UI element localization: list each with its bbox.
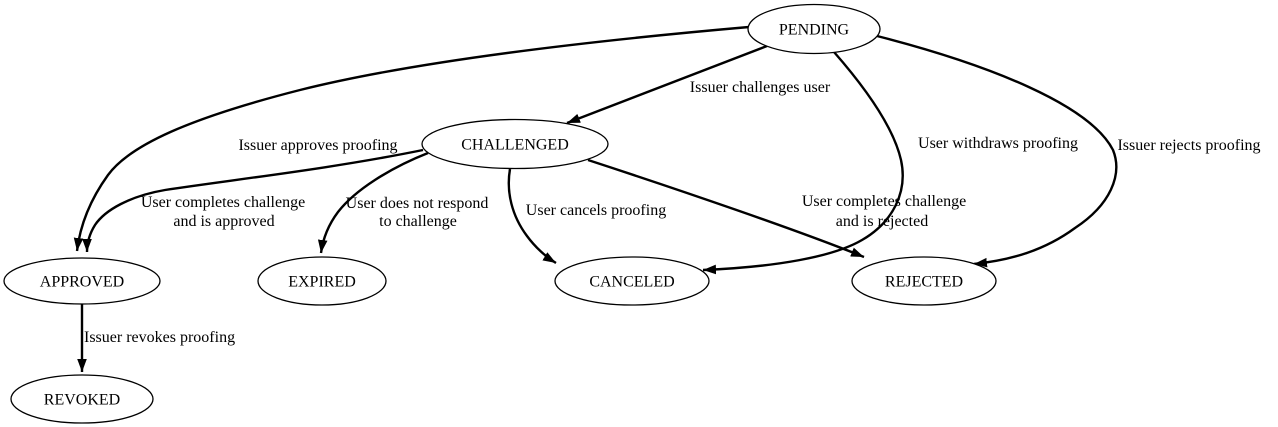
edge-pending-to-rejected-label: Issuer rejects proofing	[1117, 137, 1260, 154]
edge-challenged-to-expired-label-line2: to challenge	[379, 213, 457, 230]
edge-challenged-to-expired	[317, 151, 429, 254]
edge-challenged-to-approved	[82, 148, 424, 253]
edge-pending-to-approved	[73, 25, 750, 252]
edge-pending-to-challenged	[566, 44, 768, 125]
edge-pending-to-canceled-label: User withdraws proofing	[918, 135, 1078, 152]
edge-pending-to-approved-label: Issuer approves proofing	[238, 137, 397, 154]
node-expired-shape	[257, 256, 387, 306]
node-challenged: CHALLENGED	[421, 118, 609, 170]
edge-challenged-to-approved-label-line1: User completes challenge	[141, 194, 305, 211]
node-canceled-label: CANCELED	[589, 274, 674, 291]
node-rejected-label: REJECTED	[885, 274, 963, 291]
edge-approved-to-revoked-label: Issuer revokes proofing	[84, 329, 235, 346]
edge-pending-to-rejected	[876, 34, 1118, 268]
edge-challenged-to-expired-label-line1: User does not respond	[346, 195, 489, 212]
node-canceled-shape	[554, 256, 710, 306]
node-pending-label: PENDING	[779, 22, 850, 39]
edge-challenged-to-rejected-label-line2: and is rejected	[836, 213, 928, 230]
edge-challenged-to-rejected	[587, 158, 865, 259]
node-rejected-shape	[851, 256, 997, 306]
edge-challenged-to-canceled-label: User cancels proofing	[526, 202, 666, 219]
node-expired: EXPIRED	[257, 256, 387, 306]
node-canceled: CANCELED	[554, 256, 710, 306]
edge-challenged-to-rejected-label-line1: User completes challenge	[802, 193, 966, 210]
node-approved-label: APPROVED	[40, 274, 124, 291]
edge-challenged-to-canceled	[507, 168, 557, 265]
node-revoked-shape	[10, 374, 154, 424]
node-rejected: REJECTED	[851, 256, 997, 306]
node-revoked: REVOKED	[10, 374, 154, 424]
node-pending: PENDING	[747, 3, 881, 55]
node-challenged-label: CHALLENGED	[461, 137, 569, 154]
node-revoked-label: REVOKED	[44, 392, 120, 409]
edge-pending-to-canceled	[702, 51, 904, 275]
edge-challenged-to-approved-label-line2: and is approved	[173, 213, 274, 230]
node-approved: APPROVED	[3, 257, 161, 305]
node-expired-label: EXPIRED	[288, 274, 356, 291]
edge-pending-to-challenged-label: Issuer challenges user	[690, 79, 831, 96]
node-challenged-shape	[421, 118, 609, 170]
node-approved-shape	[3, 257, 161, 305]
node-pending-shape	[747, 3, 881, 55]
